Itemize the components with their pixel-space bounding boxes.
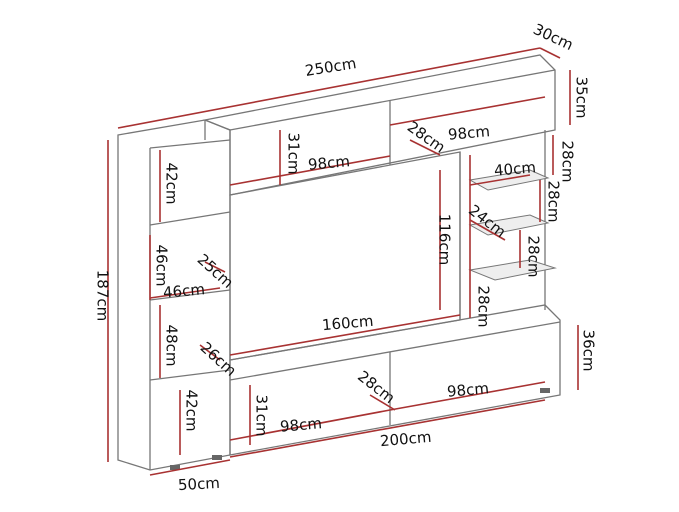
base-outline [229, 304, 561, 456]
dim-shelf-width: 40cm [493, 158, 537, 180]
dim-tower-bottom-height: 42cm [182, 389, 201, 432]
dim-base-left-width: 98cm [279, 414, 323, 436]
dim-top-left-height: 31cm [284, 132, 303, 175]
dim-tower-mid-height: 46cm [152, 244, 171, 287]
dim-tower-low-height: 48cm [162, 324, 181, 367]
dim-top-left-width: 98cm [307, 152, 351, 174]
dim-opening-width: 160cm [321, 311, 375, 335]
dim-base-left-height: 31cm [252, 394, 271, 437]
dim-base-width: 200cm [379, 427, 433, 451]
dim-opening-height: 116cm [435, 213, 454, 266]
dim-right-side-depth: 28cm [474, 285, 493, 328]
dim-base-right-width: 98cm [446, 379, 490, 401]
dim-right-low-gap: 28cm [524, 235, 543, 278]
dim-tower-mid-width: 46cm [162, 280, 206, 302]
dim-right-top-gap: 28cm [558, 140, 577, 183]
dim-tower-depth: 50cm [177, 473, 221, 495]
dim-top-right-width: 98cm [447, 122, 491, 144]
dim-top-height: 35cm [572, 76, 591, 119]
dim-base-height: 36cm [579, 329, 598, 372]
dim-right-mid-gap: 28cm [544, 180, 563, 223]
dim-tower-top-height: 42cm [162, 162, 181, 205]
dim-overall-height: 187cm [93, 269, 112, 322]
